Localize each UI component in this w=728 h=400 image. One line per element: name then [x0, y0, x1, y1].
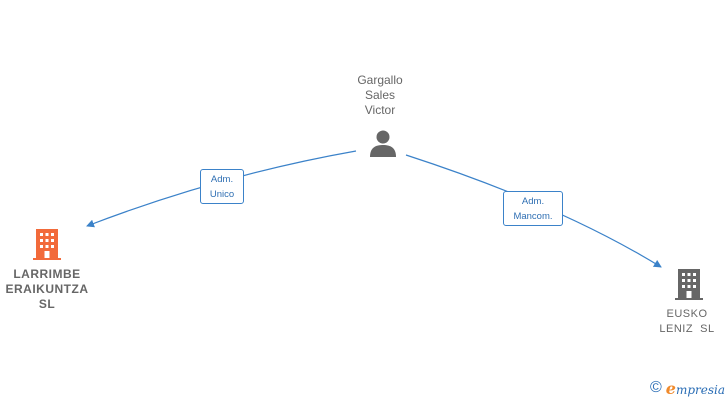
relation-label-adm-unico[interactable]: Adm. Unico — [200, 169, 244, 204]
company-name-line-2: LENIZ SL — [659, 323, 715, 335]
person-name-label[interactable]: Gargallo Sales Victor — [330, 73, 430, 118]
company-name-line-1: LARRIMBE — [13, 267, 81, 281]
company-label-eusko-leniz[interactable]: EUSKO LENIZ SL — [642, 307, 728, 337]
person-name-line-2: Sales — [364, 88, 396, 102]
brand-initial: e — [665, 378, 676, 398]
company-label-larrimbe[interactable]: LARRIMBE ERAIKUNTZA SL — [0, 267, 94, 312]
copyright-icon: © — [650, 379, 662, 396]
brand-name: mpresia — [675, 382, 726, 397]
person-name-line-1: Gargallo — [357, 73, 403, 87]
person-icon[interactable] — [368, 128, 398, 158]
relation-label-line-2: Mancom. — [513, 211, 553, 222]
brand-logo[interactable]: empresia — [666, 379, 725, 398]
company-name-line-3: SL — [38, 297, 56, 311]
person-name-line-3: Victor — [364, 103, 396, 117]
relation-label-line-2: Unico — [209, 189, 235, 200]
building-icon[interactable] — [674, 267, 704, 301]
company-name-line-1: EUSKO — [666, 308, 708, 320]
relation-label-adm-mancom[interactable]: Adm. Mancom. — [503, 191, 563, 226]
footer-branding: © empresia — [650, 378, 725, 398]
building-icon[interactable] — [32, 227, 62, 261]
company-name-line-2: ERAIKUNTZA — [5, 282, 89, 296]
relation-label-line-1: Adm. — [210, 174, 234, 185]
relation-label-line-1: Adm. — [521, 196, 545, 207]
